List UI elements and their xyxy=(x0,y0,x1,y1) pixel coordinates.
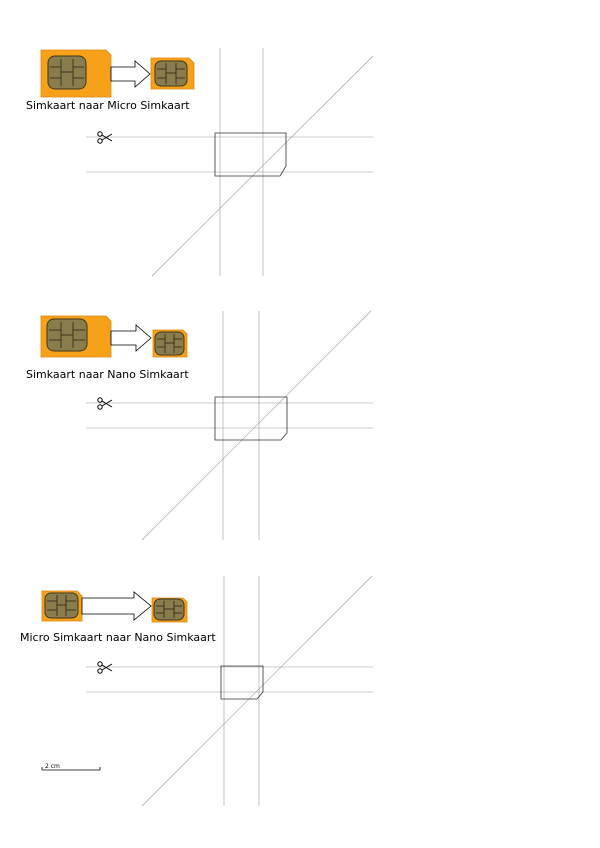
sim-chip-icon xyxy=(44,592,79,619)
sim-chip-icon xyxy=(154,60,188,87)
nano-sim-cut-outline-1 xyxy=(214,396,288,441)
nano-sim-card-2 xyxy=(151,597,188,623)
arrow-right-icon xyxy=(110,60,151,88)
scissors-icon xyxy=(97,131,113,144)
scale-bar xyxy=(41,767,101,771)
micro-sim-card-1 xyxy=(150,57,195,90)
standard-sim-card-1 xyxy=(40,49,112,98)
section-title-micro-to-nano: Micro Simkaart naar Nano Simkaart xyxy=(20,631,216,644)
scale-bar-label: 2 cm xyxy=(45,763,60,770)
arrow-right-icon xyxy=(81,591,152,621)
sim-chip-icon xyxy=(47,55,87,90)
section-title-sim-to-micro: Simkaart naar Micro Simkaart xyxy=(26,99,190,112)
sim-chip-icon xyxy=(153,598,185,621)
section-micro-to-nano xyxy=(41,575,373,807)
scissors-icon xyxy=(97,661,113,674)
section-sim-to-nano xyxy=(40,310,373,541)
arrow-right-icon xyxy=(110,324,152,352)
nano-sim-cut-outline-2 xyxy=(220,665,264,700)
micro-sim-cut-outline xyxy=(214,132,287,177)
sim-chip-icon xyxy=(46,318,88,352)
section-sim-to-micro xyxy=(40,48,374,277)
standard-sim-card-2 xyxy=(40,315,112,358)
micro-sim-card-2 xyxy=(41,590,83,622)
scissors-icon xyxy=(97,397,113,410)
section-title-sim-to-nano: Simkaart naar Nano Simkaart xyxy=(26,368,189,381)
nano-sim-card-1 xyxy=(152,329,188,358)
sim-chip-icon xyxy=(154,331,185,356)
